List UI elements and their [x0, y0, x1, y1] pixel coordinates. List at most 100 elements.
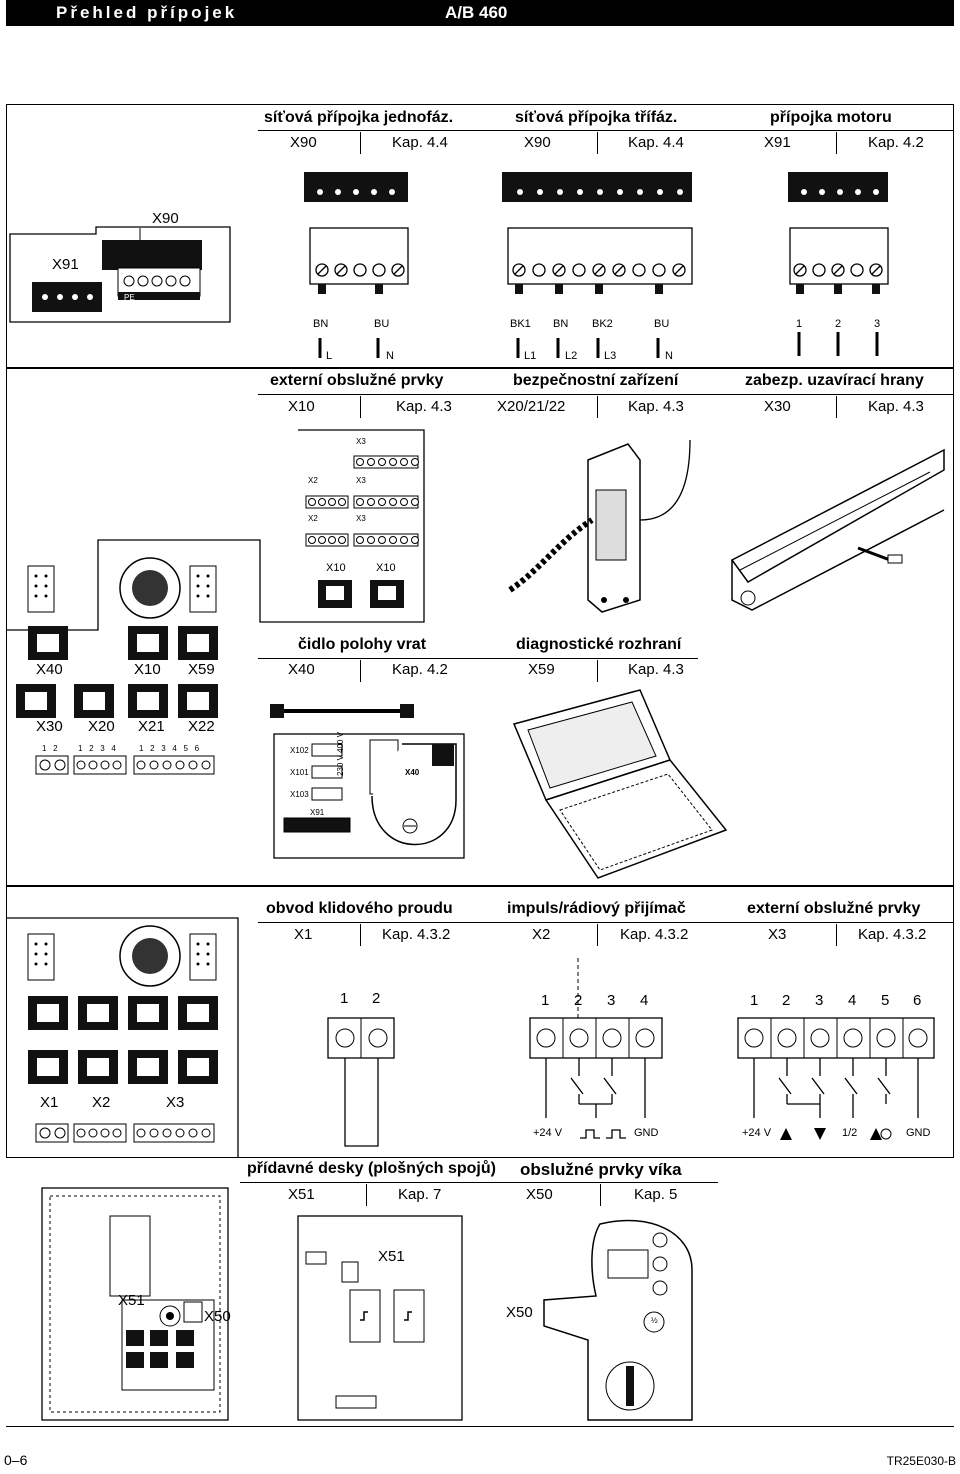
x2-pin-1: 1	[541, 992, 550, 1009]
phase-l-1ph: L	[326, 350, 333, 362]
sec5-col2-conn: X50	[526, 1186, 553, 1203]
sec1-col3-sep	[836, 132, 837, 154]
pcb-x91: X91	[310, 808, 325, 817]
term-x2-low-label: X2	[308, 514, 318, 523]
page-number: 0–6	[4, 1452, 28, 1468]
section-mains-frame	[6, 104, 954, 368]
motor-pin-1: 1	[796, 318, 803, 330]
doc-code: TR25E030-B	[886, 1454, 956, 1468]
x3-24v: +24 V	[742, 1127, 772, 1139]
board-x10-label: X10	[134, 661, 161, 678]
sec4-rule	[258, 922, 954, 923]
sec5-rule	[240, 1182, 718, 1183]
board-x90-label: X90	[152, 210, 179, 227]
sec1-col2-ref: Kap. 4.4	[628, 134, 684, 151]
sec5-col2-sep	[600, 1184, 601, 1206]
board-x91-label: X91	[52, 256, 79, 273]
sec4-col3-conn: X3	[768, 926, 787, 943]
pcb-x102: X102	[290, 746, 309, 755]
sec3-col2-sep	[597, 660, 598, 682]
term-x10-right: X10	[376, 562, 396, 574]
sec5-col2-title: obslužné prvky víka	[520, 1160, 682, 1179]
sec3-col2-title: diagnostické rozhraní	[516, 636, 682, 653]
phase-l2-3ph: L2	[565, 350, 578, 362]
x3-pin-2: 2	[782, 992, 791, 1009]
housing-x50: X50	[204, 1308, 231, 1325]
wire-bu-3ph: BU	[654, 318, 670, 330]
housing-x51: X51	[118, 1292, 145, 1309]
term-x10-left: X10	[326, 562, 346, 574]
pcb-x40: X40	[405, 768, 420, 777]
x3-pin-4: 4	[848, 992, 857, 1009]
sec2-col1-title: externí obslužné prvky	[270, 372, 444, 389]
sec1-col1-sep	[360, 132, 361, 154]
sec2-col3-sep	[836, 396, 837, 418]
sec1-col2-sep	[597, 132, 598, 154]
term-x3-low-label: X3	[356, 514, 366, 523]
board-x30-label: X30	[36, 718, 63, 735]
sec2-col2-conn: X20/21/22	[497, 398, 566, 415]
x3-pin-6: 6	[913, 992, 922, 1009]
wire-bk1-3ph: BK1	[510, 318, 531, 330]
sec4-col3-sep	[836, 924, 837, 946]
board-x40-label: X40	[36, 661, 63, 678]
sec4-col1-title: obvod klidového proudu	[266, 900, 453, 917]
board-x2-label: X2	[92, 1094, 111, 1111]
sec3-rule	[258, 658, 698, 659]
sec3-col2-conn: X59	[528, 661, 555, 678]
x21-pins: 1 2 3 4 5 6	[139, 744, 200, 753]
motor-pin-3: 3	[874, 318, 881, 330]
board-pe-label: PE	[124, 293, 135, 302]
board-x59-label: X59	[188, 661, 215, 678]
sec3-col1-ref: Kap. 4.2	[392, 661, 448, 678]
x3-gnd: GND	[906, 1127, 931, 1139]
sec3-col1-title: čidlo polohy vrat	[298, 636, 427, 653]
wire-bk2-3ph: BK2	[592, 318, 613, 330]
sec5-col1-conn: X51	[288, 1186, 315, 1203]
board-x3-label: X3	[166, 1094, 185, 1111]
term-x3-mid-label: X3	[356, 476, 366, 485]
motor-pin-2: 2	[835, 318, 842, 330]
x2-pin-4: 4	[640, 992, 649, 1009]
wire-bn-3ph: BN	[553, 318, 569, 330]
x2-24v: +24 V	[533, 1127, 563, 1139]
sec3-col1-sep	[360, 660, 361, 682]
sec2-col3-ref: Kap. 4.3	[868, 398, 924, 415]
sec1-rule	[258, 130, 954, 131]
sec1-col2-title: síťová přípojka třífáz.	[515, 109, 678, 126]
lid-half-label: ½	[651, 1316, 658, 1325]
sec2-rule	[258, 394, 954, 395]
term-x2-mid-label: X2	[308, 476, 318, 485]
sec5-col1-ref: Kap. 7	[398, 1186, 442, 1203]
lid-x50: X50	[506, 1304, 533, 1321]
sec4-col2-conn: X2	[532, 926, 551, 943]
pcb-x101: X101	[290, 768, 309, 777]
phase-l1-3ph: L1	[524, 350, 537, 362]
header-bar	[6, 0, 954, 26]
x3-pin-5: 5	[881, 992, 890, 1009]
footer-rule	[6, 1426, 954, 1427]
sec4-col2-sep	[597, 924, 598, 946]
sec4-col2-title: impuls/rádiový přijímač	[507, 900, 686, 917]
sec3-col2-ref: Kap. 4.3	[628, 661, 684, 678]
sec4-col1-conn: X1	[294, 926, 313, 943]
phase-n-1ph: N	[386, 350, 394, 362]
sec1-col1-title: síťová přípojka jednofáz.	[264, 109, 454, 126]
wire-bu-1ph: BU	[374, 318, 390, 330]
x1-pin-2: 2	[372, 990, 381, 1007]
x20-pins: 1 2 3 4	[78, 744, 116, 753]
section-boards-frame	[6, 886, 954, 1158]
x2-gnd: GND	[634, 1127, 659, 1139]
sec3-col1-conn: X40	[288, 661, 315, 678]
model-code: A/B 460	[445, 3, 508, 22]
